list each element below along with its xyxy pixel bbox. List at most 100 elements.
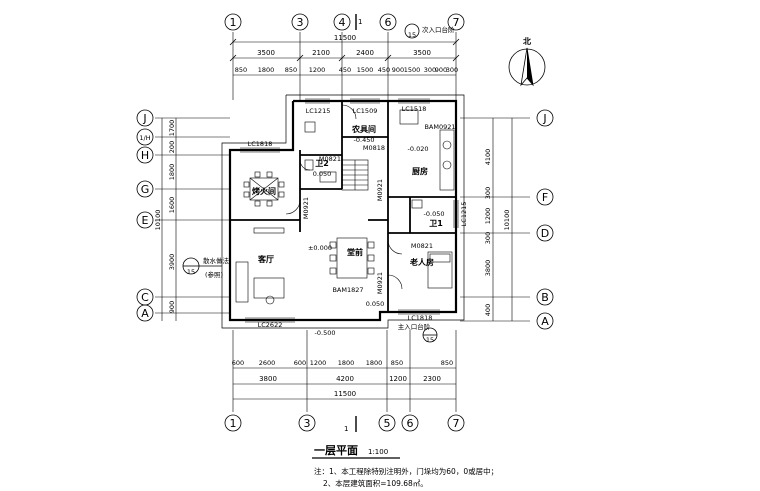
section-mark-bottom: 1 — [344, 425, 348, 433]
bottom-dimensions — [233, 367, 456, 400]
bottom-dim-4: 2300 — [423, 375, 441, 383]
bottom-dim-1: 3800 — [259, 375, 277, 383]
axis-right-A: A — [541, 315, 549, 328]
svg-text:4100: 4100 — [484, 149, 492, 166]
level-hall-door: 0.050 — [366, 300, 385, 308]
svg-text:300: 300 — [484, 232, 492, 244]
axis-top-7: 7 — [453, 16, 460, 29]
axis-grid-lines — [155, 32, 530, 412]
svg-text:850: 850 — [285, 66, 297, 74]
window-label-3: LC1518 — [402, 105, 427, 113]
axis-top-1: 1 — [230, 16, 237, 29]
axis-right-B: B — [541, 291, 549, 304]
note-1: 注：1、本工程除特别注明外，门垛均为60，0或居中； — [314, 466, 498, 476]
room-hall: 堂前 — [347, 247, 363, 257]
svg-text:850: 850 — [391, 359, 403, 367]
toilet-fixtures — [304, 121, 423, 209]
svg-text:1700: 1700 — [168, 120, 176, 137]
door-label-6: M0921 — [376, 272, 384, 294]
svg-text:400: 400 — [484, 304, 492, 316]
door-label-7: BAM0921 — [424, 123, 455, 131]
level-entrance: -0.500 — [315, 329, 336, 337]
axis-left-A: A — [141, 307, 149, 320]
side-entrance-label: 次入口台阶 — [422, 25, 455, 34]
top-dim-3: 2400 — [356, 49, 374, 57]
svg-text:300: 300 — [484, 187, 492, 199]
dining-table — [329, 237, 375, 279]
room-kitchen-level: -0.020 — [408, 145, 429, 153]
top-detail-dims: 850 1800 850 1200 450 1500 450 900 1500 … — [235, 66, 458, 74]
svg-text:1200: 1200 — [484, 208, 492, 225]
living-room-sofa — [235, 227, 285, 305]
svg-text:900: 900 — [168, 301, 176, 313]
room-kitchen: 厨房 — [412, 166, 428, 176]
top-dim-2: 2100 — [312, 49, 330, 57]
svg-text:600: 600 — [232, 359, 244, 367]
exterior-walls — [228, 99, 458, 322]
axis-bottom-1: 1 — [230, 417, 237, 430]
bottom-dim-2: 4200 — [336, 375, 354, 383]
left-total-dim: 10100 — [154, 210, 162, 231]
right-axis-bubbles — [536, 109, 554, 330]
door-label-1: M0821 — [319, 155, 341, 163]
axis-right-J: J — [542, 112, 546, 125]
svg-text:1200: 1200 — [309, 66, 326, 74]
room-toilet-2: 卫2 — [315, 159, 329, 168]
svg-text:2600: 2600 — [259, 359, 276, 367]
top-total-dim: 11500 — [334, 34, 356, 42]
bottom-detail-dims: 600 2600 600 1200 1800 1800 850 850 — [232, 359, 453, 367]
svg-text:200: 200 — [168, 141, 176, 153]
axis-left-C: C — [141, 291, 149, 304]
drawing-scale: 1:100 — [368, 448, 388, 456]
window-label-6: LC1818 — [408, 314, 433, 322]
detail-ref-bubble — [182, 257, 222, 275]
detail-ref-label2: (参照) — [205, 270, 223, 279]
svg-text:1800: 1800 — [338, 359, 355, 367]
svg-text:3900: 3900 — [168, 254, 176, 271]
axis-bottom-5: 5 — [384, 417, 391, 430]
bottom-total-dim: 11500 — [334, 390, 356, 398]
drawing-title: 一层平面 — [314, 444, 358, 457]
axis-top-4: 4 — [339, 16, 346, 29]
room-toilet-1: 卫1 — [429, 219, 443, 228]
svg-text:1500: 1500 — [357, 66, 374, 74]
room-toilet-1-level: -0.050 — [424, 210, 445, 218]
axis-left-G: G — [141, 183, 150, 196]
window-label-2: LC1509 — [353, 107, 378, 115]
svg-text:900: 900 — [392, 66, 404, 74]
axis-left-H: H — [141, 149, 149, 162]
main-entrance-num: 15 — [426, 336, 434, 344]
axis-left-J: J — [142, 112, 146, 125]
svg-text:3800: 3800 — [484, 260, 492, 277]
room-tool-room: 农具间 — [351, 124, 376, 134]
stair — [341, 159, 369, 191]
top-axis-bubbles — [224, 13, 465, 39]
steps-outline — [221, 94, 465, 329]
detail-ref-label: 散水做法 — [203, 256, 230, 265]
door-label-2: M0818 — [363, 144, 385, 152]
window-label-5: LC2622 — [258, 321, 283, 329]
detail-num-top: 15 — [408, 31, 416, 39]
svg-text:1800: 1800 — [168, 164, 176, 181]
bottom-dim-3: 1200 — [389, 375, 407, 383]
svg-text:1200: 1200 — [310, 359, 327, 367]
detail-ref-num: 15 — [187, 268, 195, 276]
main-entrance-bubble — [422, 327, 438, 343]
svg-text:850: 850 — [441, 359, 453, 367]
door-swings — [285, 104, 403, 290]
door-label-3: M0921 — [302, 197, 310, 219]
axis-top-6: 6 — [385, 16, 392, 29]
windows — [240, 98, 459, 323]
axis-left-1H: 1/H — [139, 134, 150, 142]
svg-text:900: 900 — [435, 66, 447, 74]
north-label: 北 — [523, 36, 531, 46]
room-tool-room-level: -0.450 — [354, 136, 375, 144]
room-living: 客厅 — [257, 254, 274, 264]
svg-text:450: 450 — [378, 66, 390, 74]
axis-top-3: 3 — [297, 16, 304, 29]
room-elder: 老人房 — [409, 257, 434, 267]
svg-text:1500: 1500 — [404, 66, 421, 74]
window-label-7: LC1215 — [460, 202, 468, 227]
top-dim-4: 3500 — [413, 49, 431, 57]
right-total-dim: 10100 — [503, 210, 511, 231]
